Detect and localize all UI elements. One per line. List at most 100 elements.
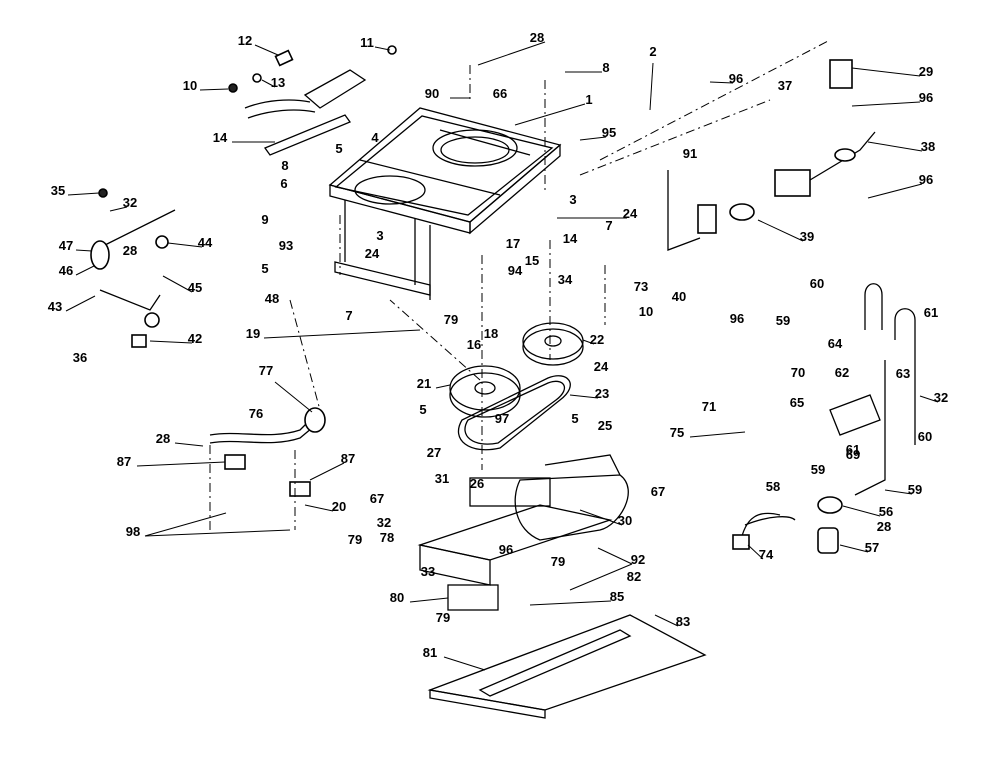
callout-91: 91 bbox=[683, 146, 697, 161]
callout-92: 92 bbox=[631, 552, 645, 567]
callout-19: 19 bbox=[246, 326, 260, 341]
callout-6: 6 bbox=[280, 176, 287, 191]
callout-28: 28 bbox=[156, 431, 170, 446]
callout-32: 32 bbox=[377, 515, 391, 530]
callout-32: 32 bbox=[934, 390, 948, 405]
callout-79: 79 bbox=[348, 532, 362, 547]
center-lines bbox=[209, 39, 831, 530]
callout-75: 75 bbox=[670, 425, 684, 440]
callout-61: 61 bbox=[924, 305, 938, 320]
callout-13: 13 bbox=[271, 75, 285, 90]
callout-78: 78 bbox=[380, 530, 394, 545]
callout-80: 80 bbox=[390, 590, 404, 605]
callout-8: 8 bbox=[281, 158, 288, 173]
callout-74: 74 bbox=[759, 547, 774, 562]
bottom-plate bbox=[427, 584, 707, 719]
callout-57: 57 bbox=[865, 540, 879, 555]
callout-30: 30 bbox=[618, 513, 632, 528]
shaft-assembly bbox=[209, 407, 326, 497]
callout-85: 85 bbox=[610, 589, 624, 604]
callout-27: 27 bbox=[427, 445, 441, 460]
right-assembly bbox=[732, 283, 916, 554]
callout-31: 31 bbox=[435, 471, 449, 486]
lower-housing bbox=[417, 454, 629, 586]
callout-3: 3 bbox=[376, 228, 383, 243]
callout-29: 29 bbox=[919, 64, 933, 79]
callout-14: 14 bbox=[213, 130, 228, 145]
callout-98: 98 bbox=[126, 524, 140, 539]
left-linkage bbox=[90, 188, 176, 348]
callout-77: 77 bbox=[259, 363, 273, 378]
right-linkage bbox=[667, 59, 876, 251]
callout-95: 95 bbox=[602, 125, 616, 140]
gear-large bbox=[449, 365, 521, 418]
callout-76: 76 bbox=[249, 406, 263, 421]
callout-28: 28 bbox=[877, 519, 891, 534]
callout-96: 96 bbox=[729, 71, 743, 86]
callout-3: 3 bbox=[569, 192, 576, 207]
callout-38: 38 bbox=[921, 139, 935, 154]
callout-87: 87 bbox=[117, 454, 131, 469]
callout-26: 26 bbox=[470, 476, 484, 491]
callout-5: 5 bbox=[335, 141, 342, 156]
callout-8: 8 bbox=[602, 60, 609, 75]
callout-65: 65 bbox=[790, 395, 804, 410]
callout-11: 11 bbox=[360, 35, 374, 50]
callout-34: 34 bbox=[558, 272, 573, 287]
callout-60: 60 bbox=[918, 429, 932, 444]
callout-59: 59 bbox=[908, 482, 922, 497]
upper-left-bracket bbox=[228, 45, 397, 156]
callout-82: 82 bbox=[627, 569, 641, 584]
callout-64: 64 bbox=[828, 336, 843, 351]
callout-28: 28 bbox=[530, 30, 544, 45]
callout-7: 7 bbox=[345, 308, 352, 323]
callout-35: 35 bbox=[51, 183, 65, 198]
callout-79: 79 bbox=[551, 554, 565, 569]
callout-21: 21 bbox=[417, 376, 431, 391]
callout-83: 83 bbox=[676, 614, 690, 629]
callout-43: 43 bbox=[48, 299, 62, 314]
callout-73: 73 bbox=[634, 279, 648, 294]
callout-14: 14 bbox=[563, 231, 578, 246]
drive-belt bbox=[457, 375, 571, 451]
callout-16: 16 bbox=[467, 337, 481, 352]
callout-90: 90 bbox=[425, 86, 439, 101]
callout-5: 5 bbox=[261, 261, 268, 276]
callout-5: 5 bbox=[419, 402, 426, 417]
callout-61: 61 bbox=[846, 442, 860, 457]
callout-96: 96 bbox=[730, 311, 744, 326]
callout-42: 42 bbox=[188, 331, 202, 346]
callout-25: 25 bbox=[598, 418, 612, 433]
frame-plate bbox=[328, 107, 562, 235]
callout-18: 18 bbox=[484, 326, 498, 341]
callout-79: 79 bbox=[436, 610, 450, 625]
callout-40: 40 bbox=[672, 289, 686, 304]
callout-69: 69 bbox=[846, 447, 860, 462]
callout-10: 10 bbox=[639, 304, 653, 319]
callout-5: 5 bbox=[571, 411, 578, 426]
callout-17: 17 bbox=[506, 236, 520, 251]
callout-24: 24 bbox=[623, 206, 638, 221]
callout-70: 70 bbox=[791, 365, 805, 380]
callout-79: 79 bbox=[444, 312, 458, 327]
callout-28: 28 bbox=[123, 243, 137, 258]
callout-4: 4 bbox=[371, 130, 379, 145]
callout-9: 9 bbox=[261, 212, 268, 227]
callout-47: 47 bbox=[59, 238, 73, 253]
callout-56: 56 bbox=[879, 504, 893, 519]
callout-71: 71 bbox=[702, 399, 716, 414]
callout-36: 36 bbox=[73, 350, 87, 365]
callout-62: 62 bbox=[835, 365, 849, 380]
callout-10: 10 bbox=[183, 78, 197, 93]
callout-22: 22 bbox=[590, 332, 604, 347]
callout-63: 63 bbox=[896, 366, 910, 381]
callout-24: 24 bbox=[365, 246, 380, 261]
callout-2: 2 bbox=[649, 44, 656, 59]
callout-32: 32 bbox=[123, 195, 137, 210]
callout-12: 12 bbox=[238, 33, 252, 48]
callout-7: 7 bbox=[605, 218, 612, 233]
callout-58: 58 bbox=[766, 479, 780, 494]
